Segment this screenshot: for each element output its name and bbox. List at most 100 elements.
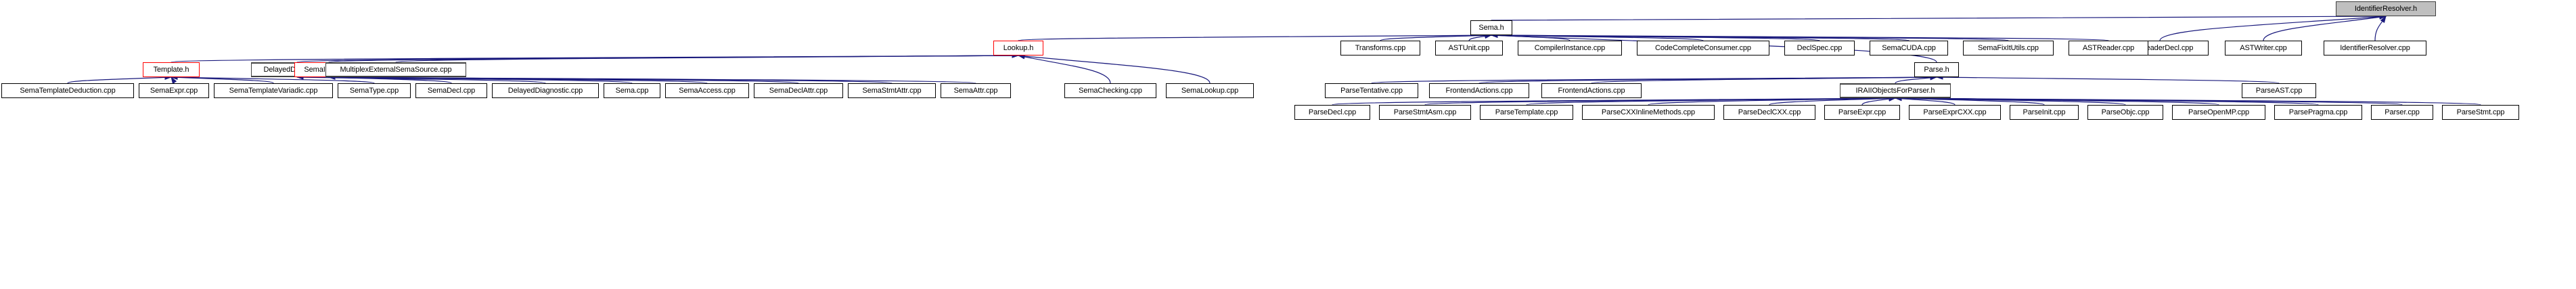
graph-edge — [395, 53, 1020, 63]
graph-node-semaaccess-cpp[interactable]: SemaAccess.cpp — [665, 83, 749, 98]
graph-edge — [1935, 74, 2280, 84]
graph-node-semaexpr-cpp[interactable]: SemaExpr.cpp — [139, 83, 209, 98]
graph-node-label: ASTUnit.cpp — [1448, 43, 1490, 52]
graph-node-parseexprcxx-cpp[interactable]: ParseExprCXX.cpp — [1909, 105, 2001, 120]
graph-node-parsedeclcxx-cpp[interactable]: ParseDeclCXX.cpp — [1723, 105, 1815, 120]
graph-edge — [327, 74, 633, 84]
graph-edge — [1490, 32, 2109, 41]
graph-edge — [1017, 54, 1111, 84]
graph-edge — [327, 74, 799, 84]
graph-node-astunit-cpp[interactable]: ASTUnit.cpp — [1435, 41, 1503, 55]
graph-node-sema-h[interactable]: Sema.h — [1470, 20, 1512, 35]
graph-node-transforms-cpp[interactable]: Transforms.cpp — [1340, 41, 1420, 55]
graph-node-parsetentative-cpp[interactable]: ParseTentative.cpp — [1325, 83, 1418, 98]
graph-node-label: ASTReader.cpp — [2082, 43, 2135, 52]
graph-edge — [1894, 95, 2319, 106]
graph-node-semalookup-cpp[interactable]: SemaLookup.cpp — [1166, 83, 1254, 98]
graph-node-label: SemaFixItUtils.cpp — [1978, 43, 2039, 52]
graph-node-sematype-cpp[interactable]: SemaType.cpp — [338, 83, 411, 98]
graph-edge — [1769, 95, 1897, 106]
graph-edge — [1371, 74, 1938, 84]
graph-edge — [1894, 95, 2045, 106]
graph-node-label: SemaExpr.cpp — [150, 86, 198, 95]
graph-node-multiplexexternalsemasource-cpp[interactable]: MultiplexExternalSemaSource.cpp — [325, 62, 466, 77]
graph-edge — [1894, 95, 2403, 106]
graph-edge — [1490, 32, 1820, 41]
graph-edge — [296, 53, 1020, 63]
graph-node-frontendactions-cpp[interactable]: FrontendActions.cpp — [1541, 83, 1642, 98]
graph-edge — [2263, 14, 2387, 41]
graph-node-label: FrontendActions.cpp — [1558, 86, 1625, 95]
graph-node-delayeddiagnostic-cpp[interactable]: DelayedDiagnostic.cpp — [492, 83, 599, 98]
graph-edge — [1490, 32, 1704, 41]
graph-node-label: ParseInit.cpp — [2023, 108, 2066, 116]
graph-node-codecompleteconsumer-cpp[interactable]: CodeCompleteConsumer.cpp — [1637, 41, 1769, 55]
graph-node-sema-cpp[interactable]: Sema.cpp — [604, 83, 660, 98]
graph-node-semadecl-cpp[interactable]: SemaDecl.cpp — [415, 83, 487, 98]
graph-edge — [1894, 95, 2219, 106]
graph-node-label: ParseAST.cpp — [2255, 86, 2303, 95]
graph-node-frontendactions-cpp[interactable]: FrontendActions.cpp — [1429, 83, 1529, 98]
graph-edge — [170, 74, 375, 84]
graph-node-parseinit-cpp[interactable]: ParseInit.cpp — [2010, 105, 2079, 120]
graph-node-parsetemplate-cpp[interactable]: ParseTemplate.cpp — [1480, 105, 1573, 120]
graph-node-label: ASTReaderDecl.cpp — [2126, 43, 2194, 52]
graph-node-semastmtattr-cpp[interactable]: SemaStmtAttr.cpp — [848, 83, 936, 98]
graph-node-parser-cpp[interactable]: Parser.cpp — [2371, 105, 2433, 120]
graph-node-parseopenmp-cpp[interactable]: ParseOpenMP.cpp — [2172, 105, 2265, 120]
graph-node-semadeclattr-cpp[interactable]: SemaDeclAttr.cpp — [754, 83, 843, 98]
graph-edge — [328, 53, 1020, 63]
graph-node-label: ParseExprCXX.cpp — [1923, 108, 1987, 116]
graph-node-label: ParseStmt.cpp — [2456, 108, 2505, 116]
graph-edge — [1894, 95, 2481, 106]
graph-node-iraiiobjectsforparser-h[interactable]: IRAIIObjectsForParser.h — [1840, 83, 1951, 98]
graph-node-parsestmtasm-cpp[interactable]: ParseStmtAsm.cpp — [1379, 105, 1471, 120]
graph-node-label: SemaStmtAttr.cpp — [862, 86, 922, 95]
graph-node-parseobjc-cpp[interactable]: ParseObjc.cpp — [2087, 105, 2163, 120]
graph-node-semacuda-cpp[interactable]: SemaCUDA.cpp — [1870, 41, 1948, 55]
graph-edge — [1424, 95, 1897, 106]
graph-node-label: ParseCXXInlineMethods.cpp — [1601, 108, 1696, 116]
graph-node-label: SemaDecl.cpp — [427, 86, 476, 95]
graph-node-parse-h[interactable]: Parse.h — [1914, 62, 1959, 77]
graph-edge — [171, 76, 177, 85]
graph-node-semafixitutils-cpp[interactable]: SemaFixItUtils.cpp — [1963, 41, 2054, 55]
graph-node-parseexpr-cpp[interactable]: ParseExpr.cpp — [1824, 105, 1900, 120]
graph-node-parsedecl-cpp[interactable]: ParseDecl.cpp — [1294, 105, 1370, 120]
graph-node-astreader-cpp[interactable]: ASTReader.cpp — [2069, 41, 2148, 55]
graph-node-parsestmt-cpp[interactable]: ParseStmt.cpp — [2442, 105, 2519, 120]
graph-edge — [1591, 74, 1938, 84]
graph-node-label: SemaAttr.cpp — [953, 86, 998, 95]
graph-node-sematemplatededuction-cpp[interactable]: SemaTemplateDeduction.cpp — [1, 83, 134, 98]
graph-edge — [1017, 53, 1211, 84]
graph-node-declspec-cpp[interactable]: DeclSpec.cpp — [1784, 41, 1855, 55]
graph-node-identifierresolver-cpp[interactable]: IdentifierResolver.cpp — [2324, 41, 2426, 55]
graph-node-parseast-cpp[interactable]: ParseAST.cpp — [2242, 83, 2316, 98]
graph-node-label: ParseObjc.cpp — [2101, 108, 2150, 116]
graph-edge — [67, 74, 173, 84]
graph-node-template-h[interactable]: Template.h — [143, 62, 200, 77]
graph-node-compilerinstance-cpp[interactable]: CompilerInstance.cpp — [1518, 41, 1622, 55]
graph-node-sematemplatevariadic-cpp[interactable]: SemaTemplateVariadic.cpp — [214, 83, 333, 98]
graph-node-semaattr-cpp[interactable]: SemaAttr.cpp — [941, 83, 1011, 98]
graph-node-parsepragma-cpp[interactable]: ParsePragma.cpp — [2274, 105, 2362, 120]
graph-node-label: CodeCompleteConsumer.cpp — [1655, 43, 1751, 52]
graph-edge — [1332, 95, 1897, 106]
graph-edge — [2374, 15, 2387, 41]
graph-node-label: SemaChecking.cpp — [1079, 86, 1142, 95]
graph-node-label: Template.h — [153, 65, 189, 74]
graph-node-label: Parser.cpp — [2385, 108, 2420, 116]
graph-edge — [1861, 96, 1897, 106]
graph-edge — [1490, 32, 1910, 41]
graph-edge — [2159, 14, 2387, 41]
graph-node-label: SemaCUDA.cpp — [1882, 43, 1936, 52]
graph-node-identifierresolver-h[interactable]: IdentifierResolver.h — [2336, 1, 2436, 16]
graph-node-parsecxxinlinemethods-cpp[interactable]: ParseCXXInlineMethods.cpp — [1582, 105, 1715, 120]
graph-node-lookup-h[interactable]: Lookup.h — [993, 41, 1043, 55]
graph-node-label: SemaLookup.cpp — [1181, 86, 1239, 95]
graph-edge — [1894, 96, 1956, 106]
graph-node-semachecking-cpp[interactable]: SemaChecking.cpp — [1064, 83, 1156, 98]
graph-node-label: ParseOpenMP.cpp — [2188, 108, 2250, 116]
graph-node-astwriter-cpp[interactable]: ASTWriter.cpp — [2225, 41, 2302, 55]
